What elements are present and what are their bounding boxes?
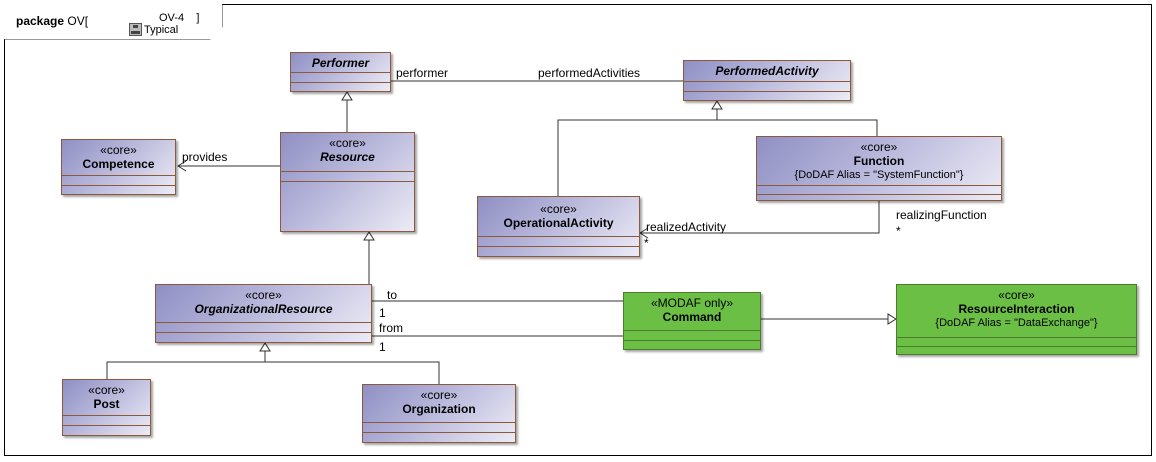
class-name: OperationalActivity [503, 216, 614, 230]
compartment-divider [478, 246, 639, 247]
class-stereotype: «core» [420, 388, 458, 402]
diagram-icon [129, 23, 142, 36]
compartment-divider [363, 432, 515, 433]
class-name: OrganizationalResource [194, 302, 333, 316]
class-name: ResourceInteraction [958, 302, 1075, 316]
class-command[interactable]: «MODAF only» Command [623, 292, 761, 350]
compartment-divider [624, 330, 760, 331]
label-realizing-function-multiplicity: * [896, 224, 901, 238]
gen-arrowhead-performer [341, 91, 353, 101]
package-frame [4, 4, 1152, 456]
compartment-divider [281, 171, 414, 172]
class-name: Competence [82, 157, 155, 171]
class-operational-activity[interactable]: «core» OperationalActivity [477, 196, 640, 257]
class-stereotype: «core» [998, 288, 1035, 302]
class-function[interactable]: «core» Function {DoDAF Alias = "SystemFu… [756, 136, 1002, 201]
gen-arrowhead-resource [363, 231, 375, 241]
class-tagged-value: {DoDAF Alias = "SystemFunction"} [794, 169, 964, 181]
label-performer-role: performer [396, 66, 449, 80]
label-provides: provides [182, 150, 228, 164]
frame-diagram-name: OV-4 ] [159, 12, 199, 24]
compartment-divider [62, 185, 175, 186]
class-name: Performer [311, 56, 370, 70]
frame-name-prefix: OV[ [67, 14, 89, 28]
frame-tab: package OV[ OV-4 ] Typical [4, 4, 222, 39]
label-to-multiplicity: 1 [379, 306, 386, 320]
compartment-divider [156, 332, 371, 333]
compartment-divider [363, 422, 515, 423]
diagram-name: OV-4 [159, 12, 185, 24]
realized-arrowhead [639, 227, 649, 239]
frame-keyword: package [16, 14, 65, 28]
compartment-divider [897, 346, 1136, 347]
label-to: to [387, 288, 398, 302]
class-performer[interactable]: Performer [290, 52, 391, 92]
class-post[interactable]: «core» Post [62, 379, 151, 436]
compartment-divider [62, 175, 175, 176]
label-performed-activities-role: performedActivities [538, 66, 641, 80]
assoc-realized-activity [640, 201, 880, 234]
label-from: from [379, 321, 403, 335]
compartment-divider [897, 337, 1136, 338]
class-stereotype: «core» [540, 202, 577, 216]
label-realizing-function: realizingFunction [896, 208, 987, 222]
frame-diagram-type: Typical [144, 24, 179, 36]
compartment-divider [63, 425, 150, 426]
frame-title: package OV[ [16, 14, 88, 28]
gen-arrowhead-ri [887, 313, 897, 325]
class-organization[interactable]: «core» Organization [362, 384, 516, 443]
gen-arrowhead-orgres [259, 342, 271, 352]
gen-post-org [106, 361, 440, 384]
class-stereotype: «core» [329, 136, 366, 150]
label-realized-activity: realizedActivity [646, 220, 727, 234]
compartment-divider [291, 72, 390, 73]
label-from-multiplicity: 1 [379, 340, 386, 354]
class-name: Resource [320, 150, 375, 164]
class-stereotype: «core» [100, 143, 137, 157]
class-resource-interaction[interactable]: «core» ResourceInteraction {DoDAF Alias … [896, 284, 1137, 355]
class-performed-activity[interactable]: PerformedActivity [683, 60, 851, 101]
frame-bracket-close: ] [196, 12, 200, 24]
class-resource[interactable]: «core» Resource [280, 132, 415, 232]
class-name: Function [853, 154, 905, 168]
class-name: Command [662, 310, 722, 324]
compartment-divider [63, 415, 150, 416]
compartment-divider [291, 82, 390, 83]
gen-arrowhead-performedactivity [711, 100, 723, 110]
provides-arrowhead [177, 160, 187, 172]
class-organizational-resource[interactable]: «core» OrganizationalResource [155, 284, 372, 343]
compartment-divider [684, 81, 850, 82]
compartment-divider [757, 185, 1001, 186]
compartment-divider [684, 91, 850, 92]
class-name: Organization [402, 402, 476, 416]
compartment-divider [478, 236, 639, 237]
label-realized-activity-multiplicity: * [644, 236, 649, 250]
compartment-divider [624, 340, 760, 341]
compartment-divider [281, 181, 414, 182]
class-tagged-value: {DoDAF Alias = "DataExchange"} [935, 317, 1098, 329]
class-name: Post [93, 397, 120, 411]
compartment-divider [156, 322, 371, 323]
class-competence[interactable]: «core» Competence [61, 139, 176, 195]
class-stereotype: «core» [88, 383, 125, 397]
class-stereotype: «MODAF only» [650, 296, 734, 310]
class-stereotype: «core» [860, 140, 898, 154]
compartment-divider [757, 194, 1001, 195]
class-stereotype: «core» [245, 288, 282, 302]
class-name: PerformedActivity [715, 64, 819, 78]
